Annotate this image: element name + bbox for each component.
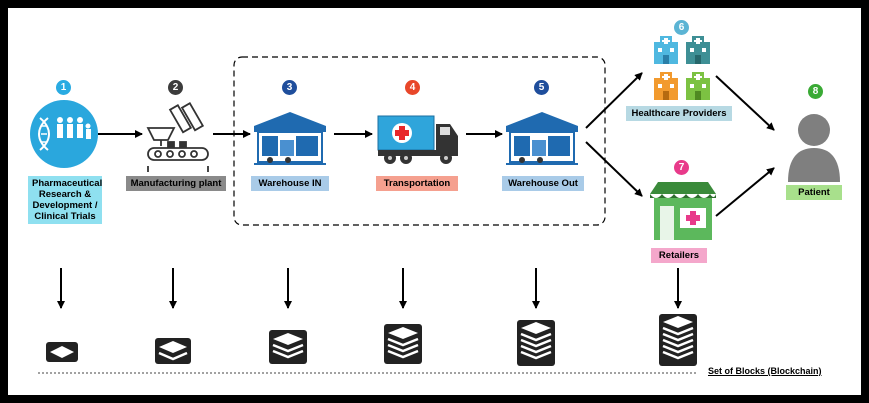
step-number-7: 7 xyxy=(674,160,689,175)
warehouse-out-icon xyxy=(506,112,578,165)
step-number-2: 2 xyxy=(168,80,183,95)
label-retailers: Retailers xyxy=(651,248,707,263)
label-patient: Patient xyxy=(786,185,842,200)
arrow-warehouse-out-to-retailers xyxy=(585,141,643,197)
research-icon xyxy=(30,100,98,168)
hospitals-icon xyxy=(654,36,710,100)
block-stack-3 xyxy=(269,330,307,364)
arrow-healthcare-to-patient xyxy=(715,75,775,131)
diagram-canvas: 1 2 3 4 5 6 7 8 Pharmaceutical Research … xyxy=(8,8,861,395)
label-warehouse-in: Warehouse IN xyxy=(251,176,329,191)
label-warehouse-out: Warehouse Out xyxy=(502,176,584,191)
hospital-blue-icon xyxy=(654,36,678,64)
diagram-graphics xyxy=(30,36,840,374)
label-research: Pharmaceutical Research & Development / … xyxy=(28,176,102,224)
step-number-8: 8 xyxy=(808,84,823,99)
manufacturing-icon xyxy=(146,102,209,172)
step-number-3: 3 xyxy=(282,80,297,95)
step-number-6: 6 xyxy=(674,20,689,35)
step-number-4: 4 xyxy=(405,80,420,95)
blockchain-caption: Set of Blocks (Blockchain) xyxy=(708,366,822,376)
step-number-1: 1 xyxy=(56,80,71,95)
hospital-orange-icon xyxy=(654,72,678,100)
retail-store-icon xyxy=(650,182,716,240)
hospital-teal-icon xyxy=(686,36,710,64)
warehouse-in-icon xyxy=(254,112,326,165)
label-transportation: Transportation xyxy=(376,176,458,191)
label-manufacturing: Manufacturing plant xyxy=(126,176,226,191)
block-stack-4 xyxy=(384,324,422,364)
block-stack-1 xyxy=(46,342,78,362)
warehouse-transport-group-box xyxy=(233,56,606,226)
arrow-warehouse-out-to-healthcare xyxy=(585,72,643,129)
block-stack-5 xyxy=(517,320,555,366)
hospital-green-icon xyxy=(686,72,710,100)
arrow-retailers-to-patient xyxy=(715,167,775,217)
patient-icon xyxy=(788,114,840,182)
block-stack-2 xyxy=(155,338,191,364)
step-number-5: 5 xyxy=(534,80,549,95)
truck-icon xyxy=(377,115,458,164)
label-healthcare-providers: Healthcare Providers xyxy=(626,106,732,121)
block-stack-6 xyxy=(659,314,697,366)
